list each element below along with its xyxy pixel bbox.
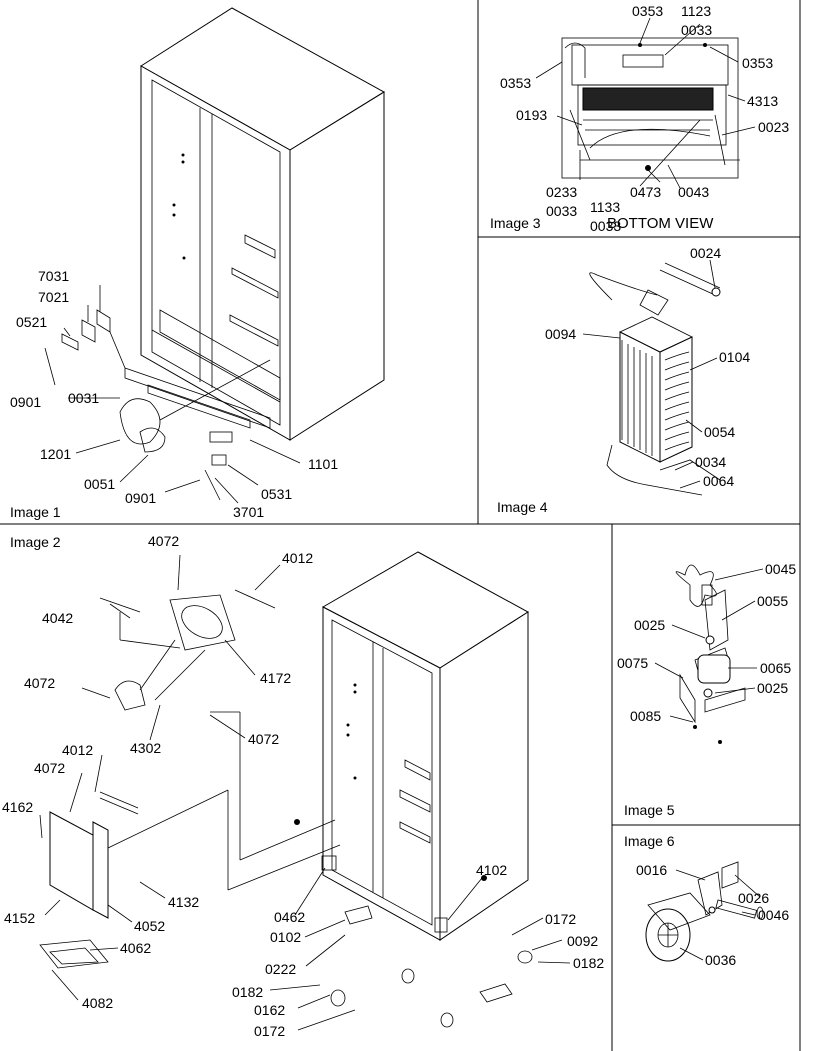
callout: 7021	[38, 289, 69, 305]
callout: 0182	[232, 984, 263, 1000]
callout: 0031	[68, 390, 99, 406]
image3-drawing	[535, 17, 756, 189]
callout: 0065	[760, 660, 791, 676]
image1-title: Image 1	[10, 504, 61, 520]
callout: 0045	[765, 561, 796, 577]
callout: 0104	[719, 349, 750, 365]
callout: 0901	[10, 394, 41, 410]
callout: 0462	[274, 909, 305, 925]
callout: 7031	[38, 268, 69, 284]
callout: 4052	[134, 918, 165, 934]
callout: 0162	[254, 1002, 285, 1018]
callout: 4313	[747, 93, 778, 109]
callout: 0046	[758, 907, 789, 923]
callout: 0033	[681, 22, 712, 38]
callout: 0353	[742, 55, 773, 71]
callout: 0182	[573, 955, 604, 971]
image2-title: Image 2	[10, 534, 61, 550]
callout: 0055	[757, 593, 788, 609]
callout: 0233	[546, 184, 577, 200]
callout: 0353	[632, 3, 663, 19]
image5-drawing	[654, 564, 764, 744]
callout: 0036	[705, 952, 736, 968]
callout: 4062	[120, 940, 151, 956]
image2-drawing	[39, 551, 571, 1031]
callout: 0901	[125, 490, 156, 506]
callout: 4042	[42, 610, 73, 626]
callout: 0033	[590, 218, 621, 234]
callout: 0473	[630, 184, 661, 200]
callout: 0172	[545, 911, 576, 927]
callout: 4072	[148, 533, 179, 549]
callout: 0172	[254, 1023, 285, 1039]
callout: 0024	[690, 245, 721, 261]
callout: 0023	[758, 119, 789, 135]
image3-subtitle: BOTTOM VIEW	[607, 215, 714, 232]
callout: 1123	[681, 3, 711, 19]
callout: 4012	[62, 742, 93, 758]
callout: 0034	[695, 454, 726, 470]
callout: 0064	[703, 473, 734, 489]
callout: 1133	[590, 199, 620, 215]
callout: 0521	[16, 314, 47, 330]
callout: 0075	[617, 655, 648, 671]
callout: 0102	[270, 929, 301, 945]
callout: 0026	[738, 890, 769, 906]
callout: 4072	[248, 731, 279, 747]
callout: 1201	[40, 446, 71, 462]
callout: 1101	[308, 456, 338, 472]
callout: 0025	[757, 680, 788, 696]
callout: 3701	[233, 504, 264, 520]
callout: 4102	[476, 862, 507, 878]
callout: 4072	[24, 675, 55, 691]
image3-title: Image 3	[490, 215, 541, 231]
callout: 4152	[4, 910, 35, 926]
callout: 0092	[567, 933, 598, 949]
callout: 4012	[282, 550, 313, 566]
callout: 0353	[500, 75, 531, 91]
callout: 0222	[265, 961, 296, 977]
callout: 4302	[130, 740, 161, 756]
image4-title: Image 4	[497, 499, 548, 515]
image6-drawing	[645, 861, 764, 962]
image5-title: Image 5	[624, 802, 675, 818]
callout: 0043	[678, 184, 709, 200]
callout: 0051	[84, 476, 115, 492]
callout: 0016	[636, 862, 667, 878]
callout: 4162	[2, 799, 33, 815]
callout: 0085	[630, 708, 661, 724]
callout: 4072	[34, 760, 65, 776]
callout: 4132	[168, 894, 199, 910]
callout: 4082	[82, 995, 113, 1011]
callout: 0531	[261, 486, 292, 502]
image1-drawing	[44, 7, 385, 504]
callout: 0033	[546, 203, 577, 219]
callout: 0094	[545, 326, 576, 342]
callout: 0054	[704, 424, 735, 440]
callout: 4172	[260, 670, 291, 686]
callout: 0193	[516, 107, 547, 123]
image4-drawing	[582, 259, 721, 496]
callout: 0025	[634, 617, 665, 633]
image6-title: Image 6	[624, 833, 675, 849]
